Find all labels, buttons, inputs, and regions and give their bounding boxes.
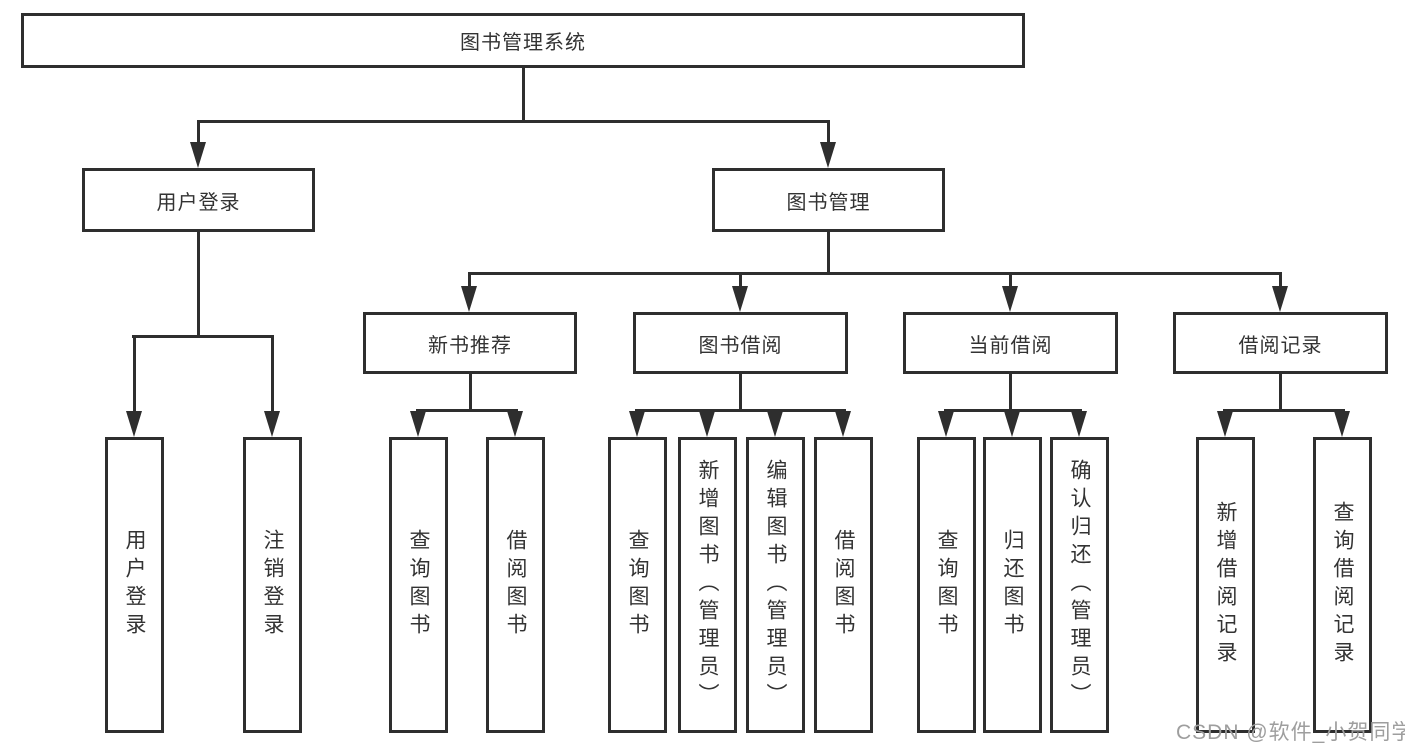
node-current-borrow: 当前借阅 <box>903 312 1118 374</box>
arrow-down-icon <box>835 411 851 437</box>
connector-line <box>132 335 274 338</box>
arrow-down-icon <box>190 142 206 168</box>
arrow-down-icon <box>732 286 748 312</box>
arrow-down-icon <box>699 411 715 437</box>
connector-line <box>416 409 518 412</box>
leaf-query-books-current: 查询图书 <box>917 437 976 733</box>
connector-line <box>1279 374 1282 412</box>
connector-line <box>739 374 742 412</box>
arrow-down-icon <box>767 411 783 437</box>
connector-line <box>469 374 472 412</box>
arrow-down-icon <box>1002 286 1018 312</box>
node-borrow-record: 借阅记录 <box>1173 312 1388 374</box>
watermark: CSDN @软件_小贺同学 <box>1176 721 1405 744</box>
node-new-book-recommend: 新书推荐 <box>363 312 577 374</box>
leaf-return-books: 归还图书 <box>983 437 1042 733</box>
connector-line <box>1279 272 1282 290</box>
arrow-down-icon <box>1272 286 1288 312</box>
connector-line <box>133 335 136 417</box>
arrow-down-icon <box>1071 411 1087 437</box>
leaf-query-borrow-record: 查询借阅记录 <box>1313 437 1372 733</box>
connector-line <box>522 68 525 122</box>
arrow-down-icon <box>264 411 280 437</box>
leaf-user-login: 用户登录 <box>105 437 164 733</box>
connector-line <box>1009 272 1012 290</box>
arrow-down-icon <box>507 411 523 437</box>
arrow-down-icon <box>1004 411 1020 437</box>
arrow-down-icon <box>938 411 954 437</box>
connector-line <box>271 335 274 417</box>
node-user-login: 用户登录 <box>82 168 315 232</box>
connector-line <box>1009 374 1012 412</box>
node-library-management-system: 图书管理系统 <box>21 13 1025 68</box>
connector-line <box>944 409 1082 412</box>
connector-line <box>739 272 742 290</box>
arrow-down-icon <box>1217 411 1233 437</box>
leaf-query-books-borrow: 查询图书 <box>608 437 667 733</box>
connector-line <box>635 409 846 412</box>
leaf-add-borrow-record: 新增借阅记录 <box>1196 437 1255 733</box>
leaf-add-book-admin: 新增图书（管理员） <box>678 437 737 733</box>
node-book-management: 图书管理 <box>712 168 945 232</box>
connector-line <box>468 272 1282 275</box>
connector-line <box>468 272 471 290</box>
connector-line <box>197 232 200 338</box>
connector-line <box>827 120 830 148</box>
arrow-down-icon <box>1334 411 1350 437</box>
leaf-logout: 注销登录 <box>243 437 302 733</box>
connector-line <box>827 232 830 275</box>
connector-line <box>1223 409 1345 412</box>
arrow-down-icon <box>461 286 477 312</box>
leaf-query-books-newbook: 查询图书 <box>389 437 448 733</box>
node-book-borrow: 图书借阅 <box>633 312 848 374</box>
arrow-down-icon <box>820 142 836 168</box>
arrow-down-icon <box>126 411 142 437</box>
connector-line <box>197 120 830 123</box>
leaf-borrow-books: 借阅图书 <box>814 437 873 733</box>
leaf-edit-book-admin: 编辑图书（管理员） <box>746 437 805 733</box>
arrow-down-icon <box>410 411 426 437</box>
arrow-down-icon <box>629 411 645 437</box>
leaf-confirm-return-admin: 确认归还（管理员） <box>1050 437 1109 733</box>
leaf-borrow-books-newbook: 借阅图书 <box>486 437 545 733</box>
connector-line <box>197 120 200 148</box>
